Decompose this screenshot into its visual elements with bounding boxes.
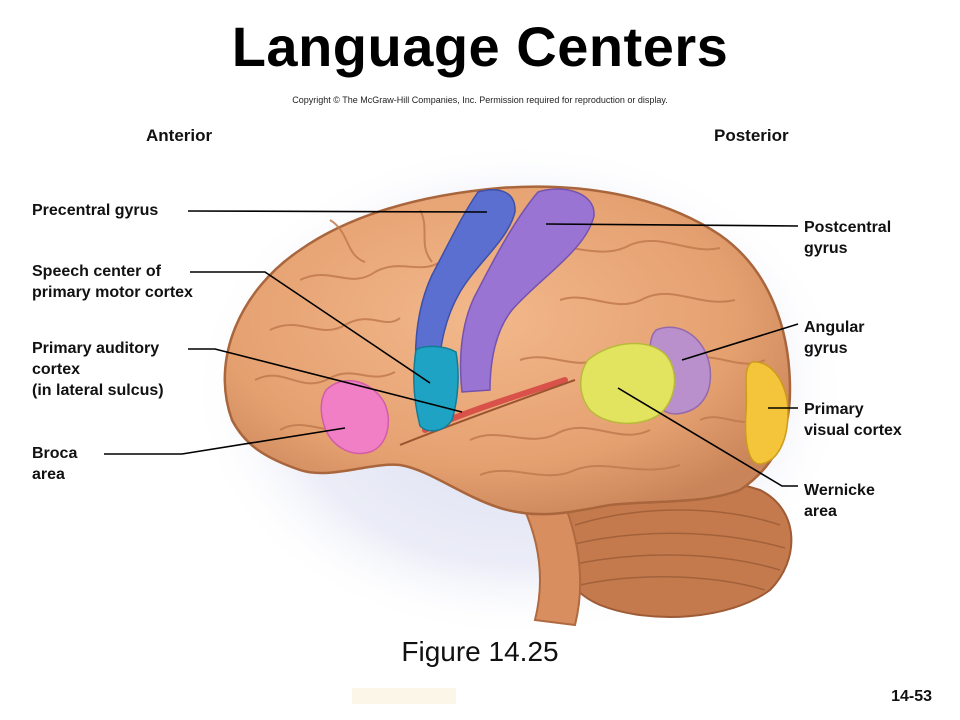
leader-lines (104, 210, 799, 487)
speech-center-region (413, 345, 459, 432)
copyright-notice: Copyright © The McGraw-Hill Companies, I… (292, 95, 668, 105)
brain-stem (518, 498, 582, 627)
figure-caption: Figure 14.25 (401, 636, 559, 667)
label-broca-area: Broca area (32, 445, 78, 483)
label-wernicke-area: Wernicke area (804, 482, 875, 520)
leader-postcentral (545, 223, 799, 227)
leader-angular (681, 323, 799, 361)
lateral-sulcus (399, 379, 576, 446)
leader-auditory (188, 348, 463, 413)
label-primary-visual-cortex: Primary visual cortex (804, 401, 902, 439)
slide-title: Language Centers (231, 15, 729, 78)
cerebellum-folia (569, 509, 786, 591)
gyri-texture (254, 209, 766, 477)
anterior-label: Anterior (146, 126, 213, 145)
label-angular-gyrus: Angular gyrus (804, 319, 865, 357)
leader-wernicke (617, 387, 798, 487)
label-precentral-gyrus: Precentral gyrus (32, 202, 159, 219)
leader-precentral (187, 210, 488, 213)
leader-broca (104, 427, 346, 455)
label-speech-center: Speech center of primary motor cortex (32, 263, 193, 301)
label-primary-auditory-cortex: Primary auditory cortex (in lateral sulc… (32, 340, 164, 399)
posterior-label: Posterior (714, 126, 789, 145)
page-number: 14-53 (891, 688, 932, 705)
postcentral-gyrus-region (459, 188, 595, 393)
broca-area-region (320, 379, 390, 455)
leader-speech-center (190, 271, 431, 384)
label-postcentral-gyrus: Postcentral gyrus (804, 219, 892, 257)
precentral-gyrus-region (414, 189, 516, 376)
primary-visual-cortex-region (744, 361, 789, 465)
decorative-stripe (352, 688, 456, 704)
wernicke-area-region (580, 342, 676, 424)
